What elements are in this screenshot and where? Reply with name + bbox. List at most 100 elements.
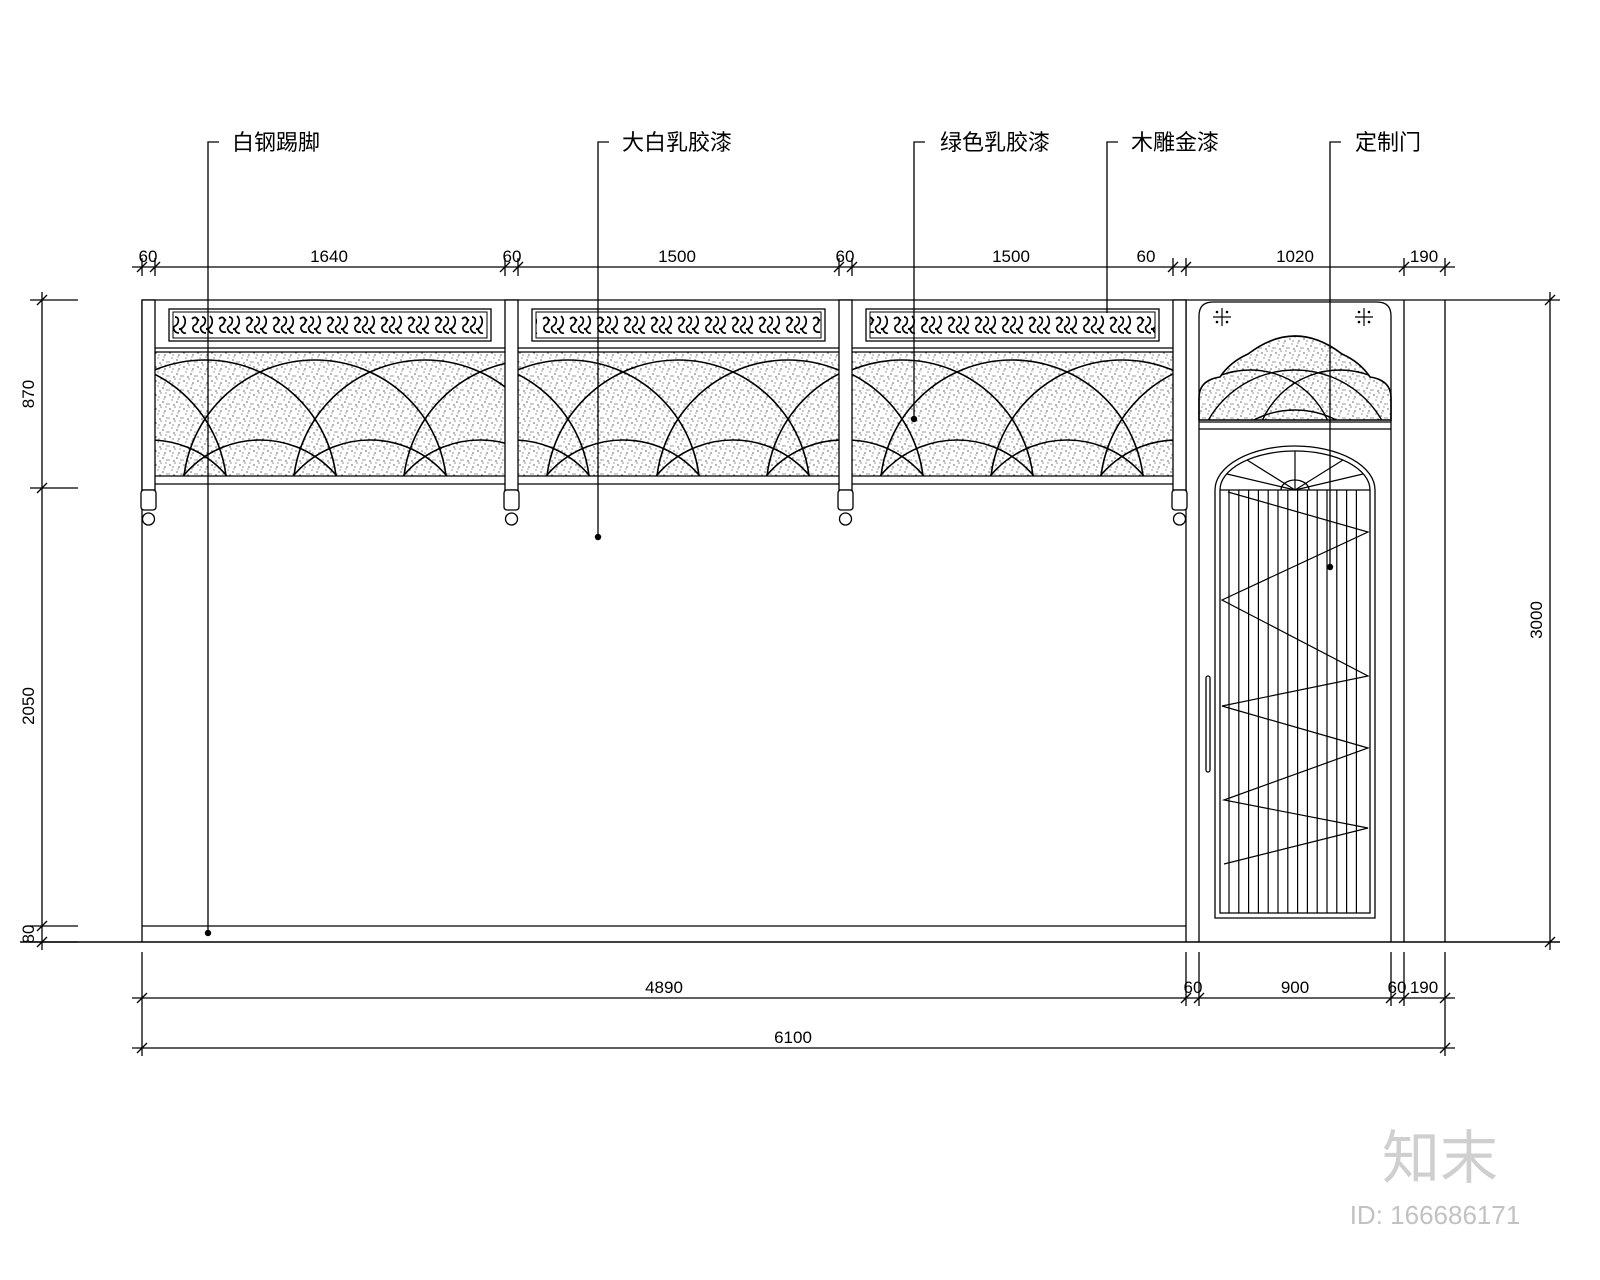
post-pedestal	[503, 489, 520, 511]
lattice-arc	[852, 359, 1034, 476]
dim-tick-top	[512, 261, 524, 273]
ornament-dot	[1215, 310, 1219, 314]
label-custom-door: 定制门	[1355, 131, 1421, 156]
ornament-dot	[1367, 310, 1371, 314]
lattice-arc	[155, 359, 337, 476]
lattice-stipple	[155, 352, 505, 476]
dim-tick-top	[846, 261, 858, 273]
dimension-lines	[30, 258, 1560, 1056]
post-knob	[838, 512, 853, 526]
bottom-dimension-texts: 4890 60 900 60 190 6100	[645, 978, 1438, 1047]
dim-top-6: 60	[1137, 247, 1156, 266]
ornament-dot	[1357, 320, 1361, 324]
label-white-steel-skirting: 白钢踢脚	[232, 131, 320, 156]
dim-tick-bottom	[136, 992, 148, 1004]
lattice-arc	[655, 439, 811, 476]
lattice-arc	[879, 439, 1035, 476]
leader-line	[1106, 141, 1118, 313]
lattice-arc	[989, 439, 1145, 476]
ornament-dot	[1215, 320, 1219, 324]
dim-tick-overall	[136, 1042, 148, 1054]
label-green-latex-paint: 绿色乳胶漆	[940, 131, 1050, 156]
ornament-dot	[1225, 320, 1229, 324]
door-handle	[1205, 675, 1211, 773]
post-pedestal	[837, 489, 854, 511]
dim-bottom-1: 60	[1184, 978, 1203, 997]
leader-dot	[910, 415, 918, 423]
carved-panel-relief	[172, 311, 488, 339]
dim-tick-bottom	[1439, 992, 1451, 1004]
dim-tick-right	[1544, 936, 1556, 948]
frieze-post	[838, 299, 853, 491]
dim-tick-top	[1167, 261, 1179, 273]
lattice-arc	[656, 359, 839, 476]
material-labels: 白钢踢脚 大白乳胶漆 绿色乳胶漆 木雕金漆 定制门	[232, 131, 1421, 156]
frieze-post	[141, 299, 156, 491]
dim-tick-top	[833, 261, 845, 273]
drawing-geometry	[20, 299, 1560, 943]
dim-right-0: 3000	[1527, 601, 1546, 639]
dim-tick-right	[1544, 294, 1556, 306]
lattice-arc	[182, 439, 338, 476]
dim-bottom-2: 900	[1281, 978, 1309, 997]
dim-bottom-0: 4890	[645, 978, 683, 997]
leader-line	[1329, 141, 1341, 567]
dim-tick-top	[1180, 261, 1192, 273]
dim-tick-top	[1398, 261, 1410, 273]
dim-left-1: 2050	[19, 687, 38, 725]
lattice-arc	[402, 439, 505, 476]
transom-stipple	[1199, 336, 1391, 420]
ornament-dot	[1357, 310, 1361, 314]
door-leaf-outer	[1214, 445, 1376, 919]
dim-tick-left	[36, 294, 48, 306]
lattice-arcs	[852, 359, 1173, 476]
door-arch-ray	[1246, 459, 1296, 491]
leader-dot	[594, 533, 602, 541]
transom-arcs	[1199, 369, 1430, 570]
lattice-arc	[292, 439, 448, 476]
dim-tick-bottom	[1180, 992, 1192, 1004]
top-dimension-texts: 60 1640 60 1500 60 1500 60 1020 190	[139, 247, 1439, 266]
dim-top-5: 1500	[992, 247, 1030, 266]
post-pedestal	[1171, 489, 1188, 511]
dim-top-0: 60	[139, 247, 158, 266]
dim-tick-top	[136, 261, 148, 273]
dim-top-1: 1640	[310, 247, 348, 266]
transom-outline	[1198, 335, 1392, 421]
door-frame-inner	[1198, 301, 1392, 942]
door-arch-ray	[1294, 459, 1344, 491]
dim-top-4: 60	[836, 247, 855, 266]
dim-top-3: 1500	[658, 247, 696, 266]
dim-tick-top	[1439, 261, 1451, 273]
transom-arc	[1204, 409, 1386, 420]
transom-arc	[1290, 430, 1430, 570]
lattice-arc	[293, 359, 505, 476]
lattice-arc	[183, 359, 447, 476]
frieze-post	[504, 299, 519, 491]
watermark-logo: 知末	[1382, 1124, 1498, 1192]
ornament-dot	[1367, 320, 1371, 324]
lattice-arc	[990, 359, 1173, 476]
dim-overall-0: 6100	[774, 1028, 812, 1047]
post-knob	[1172, 512, 1187, 526]
dim-tick-left	[36, 482, 48, 494]
dim-tick-left	[36, 920, 48, 932]
transom-arc	[1199, 369, 1336, 420]
ornament-dot	[1225, 310, 1229, 314]
carved-panel-relief	[869, 311, 1156, 339]
door-arch-ray	[1294, 473, 1364, 491]
dim-tick-top	[149, 261, 161, 273]
post-knob	[141, 512, 156, 526]
door-arch-ray	[1226, 473, 1296, 491]
transom-arc	[1199, 369, 1391, 420]
dim-tick-bottom	[1398, 992, 1410, 1004]
lattice-arcs	[155, 359, 505, 476]
lattice-arc	[880, 359, 1144, 476]
door-arch-hub	[1280, 479, 1310, 491]
dim-tick-overall	[1439, 1042, 1451, 1054]
frieze-post	[1172, 299, 1187, 491]
dim-tick-bottom	[1385, 992, 1397, 1004]
label-white-latex-paint: 大白乳胶漆	[622, 131, 732, 156]
dim-left-2: 80	[19, 925, 38, 944]
